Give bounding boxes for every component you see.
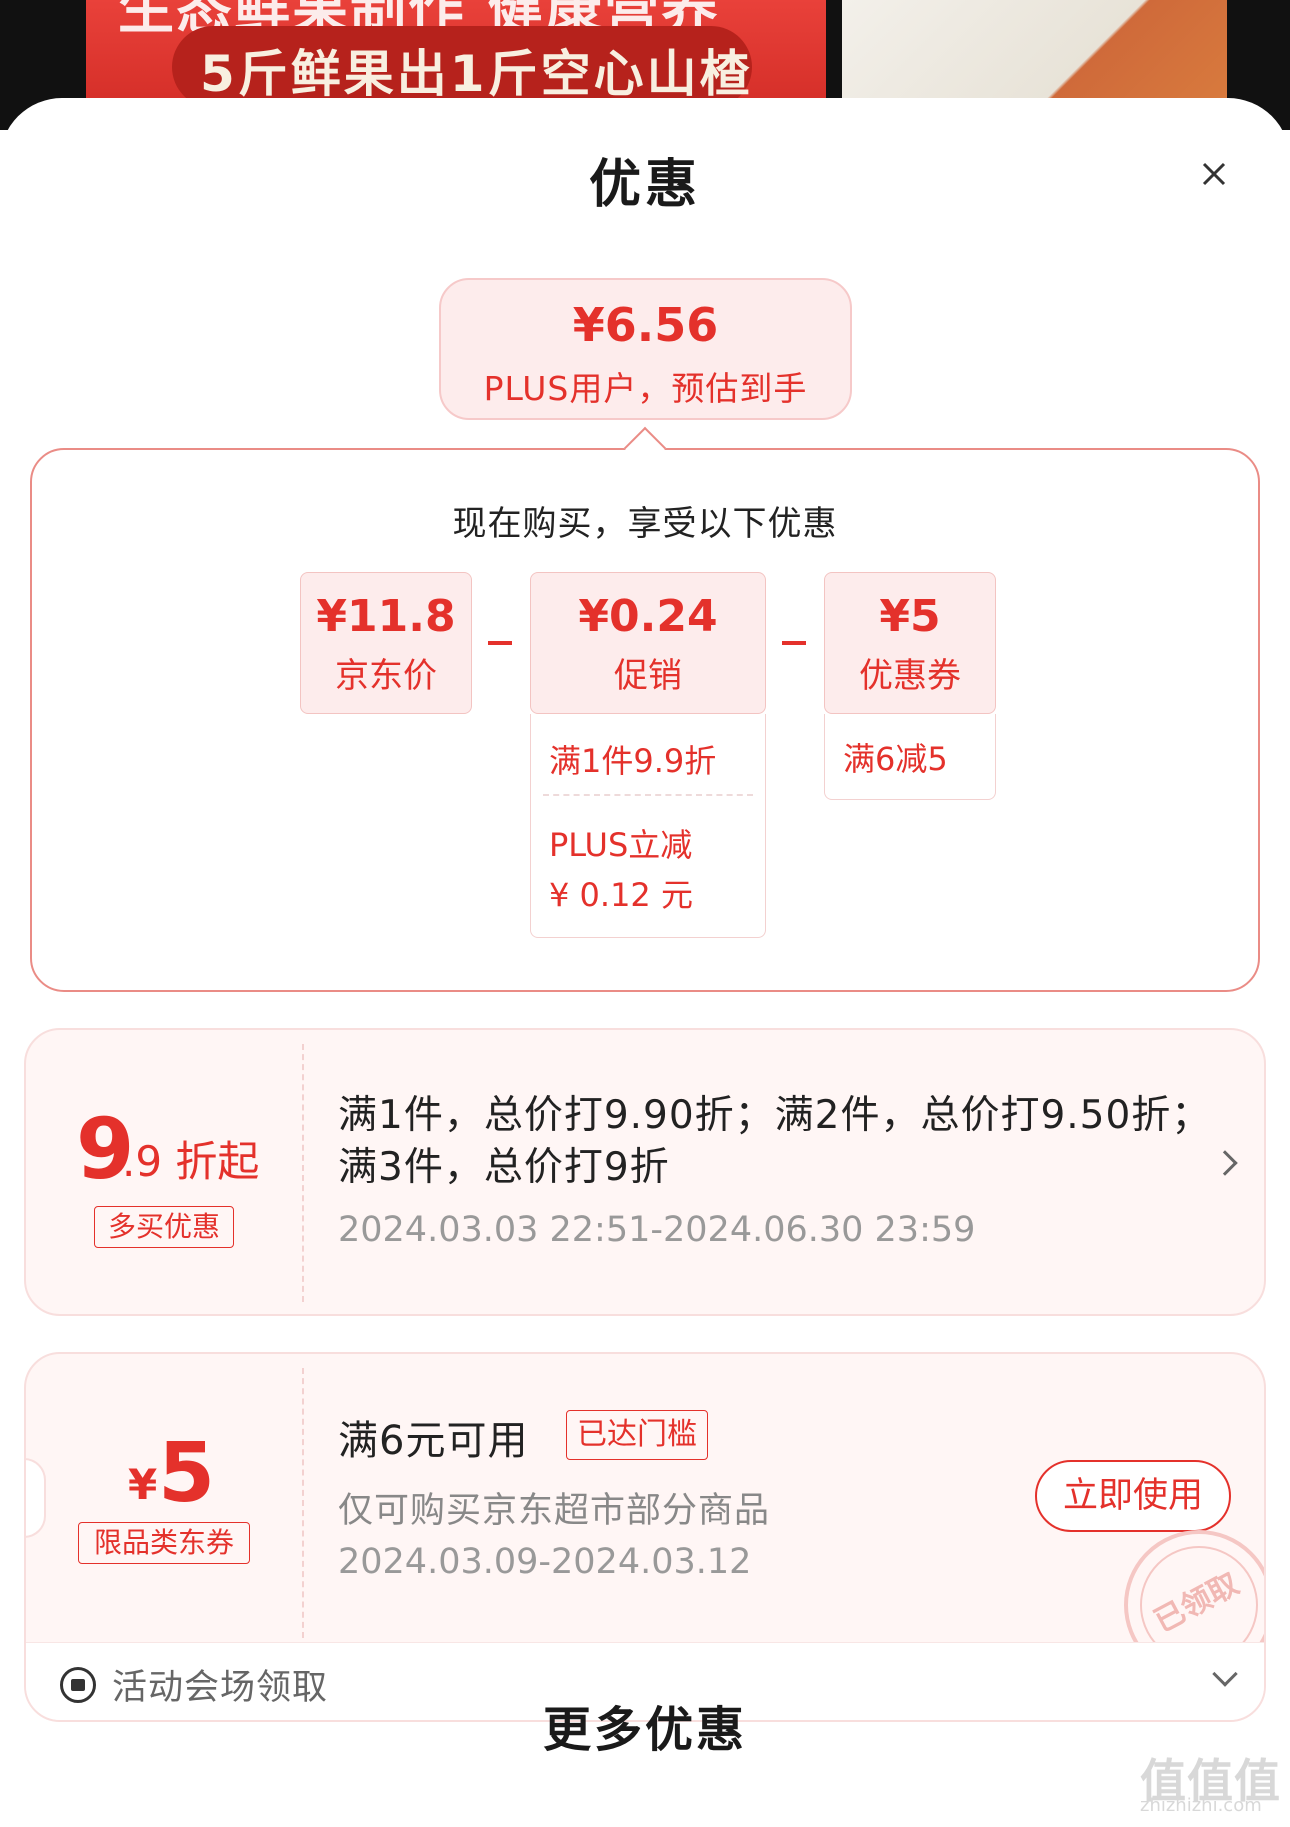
estimated-price-pill: ¥6.56 PLUS用户，预估到手 bbox=[439, 278, 852, 420]
promotion-detail-discount: 满1件9.9折 bbox=[549, 742, 717, 780]
coupon-scope: 仅可购买京东超市部分商品 bbox=[338, 1491, 771, 1531]
coupon-box: ¥5 优惠券 bbox=[824, 572, 996, 714]
jd-price-label: 京东价 bbox=[335, 656, 437, 696]
estimated-price: ¥6.56 bbox=[572, 298, 719, 352]
minus-sign bbox=[488, 641, 512, 645]
threshold-reached-badge: 已达门槛 bbox=[566, 1410, 708, 1460]
product-banner: 生态鲜果制作 健康营养 5斤鲜果出1斤空心山楂 bbox=[0, 0, 1290, 130]
multi-buy-rate-big: 9 bbox=[76, 1100, 135, 1198]
promotion-value: ¥0.24 bbox=[578, 591, 718, 642]
promotion-details: 满1件9.9折 PLUS立减 ¥ 0.12 元 bbox=[530, 714, 766, 938]
ticket-icon bbox=[60, 1667, 96, 1703]
promotion-detail-plus: PLUS立减 bbox=[549, 826, 693, 864]
coupon-details: 满6减5 bbox=[824, 714, 996, 800]
coupon-type-tag: 限品类东券 bbox=[78, 1522, 250, 1564]
multi-buy-rules: 满1件，总价打9.90折；满2件，总价打9.50折；满3件，总价打9折 bbox=[338, 1093, 1212, 1190]
more-discounts-title: 更多优惠 bbox=[542, 1702, 747, 1758]
close-icon bbox=[1202, 162, 1226, 186]
multi-buy-tag: 多买优惠 bbox=[94, 1206, 234, 1248]
coupon-threshold: 满6元可用 bbox=[338, 1418, 529, 1464]
coupon-notch bbox=[24, 1458, 46, 1538]
coupon-amount: 5 bbox=[158, 1426, 216, 1521]
coupon-label: 优惠券 bbox=[859, 656, 961, 696]
promotion-box: ¥0.24 促销 bbox=[530, 572, 766, 714]
multi-buy-card[interactable]: 9 .9 折起 多买优惠 满1件，总价打9.90折；满2件，总价打9.50折；满… bbox=[24, 1028, 1266, 1316]
coupon-currency: ¥ bbox=[128, 1460, 158, 1509]
minus-sign bbox=[782, 641, 806, 645]
card-separator bbox=[302, 1368, 304, 1638]
promotion-detail-amount: ¥ 0.12 元 bbox=[549, 876, 693, 914]
promotion-label: 促销 bbox=[614, 656, 682, 696]
price-breakdown-panel: 现在购买，享受以下优惠 ¥11.8 京东价 ¥0.24 促销 满1件9.9折 P… bbox=[30, 448, 1260, 992]
multi-buy-rate-small: .9 折起 bbox=[122, 1137, 260, 1186]
multi-buy-date: 2024.03.03 22:51-2024.06.30 23:59 bbox=[338, 1210, 976, 1250]
jd-price-value: ¥11.8 bbox=[316, 591, 456, 642]
banner-pill bbox=[172, 26, 752, 108]
coupon-detail: 满6减5 bbox=[843, 740, 948, 778]
use-now-button[interactable]: 立即使用 bbox=[1035, 1460, 1231, 1532]
breakdown-title: 现在购买，享受以下优惠 bbox=[452, 504, 838, 544]
card-separator bbox=[302, 1044, 304, 1302]
watermark-url: zhizhizhi.com bbox=[1140, 1795, 1262, 1816]
estimated-price-label: PLUS用户，预估到手 bbox=[483, 369, 808, 408]
coupon-value: ¥5 bbox=[879, 591, 941, 642]
discount-sheet: 优惠 ¥6.56 PLUS用户，预估到手 现在购买，享受以下优惠 ¥11.8 京… bbox=[0, 98, 1290, 1827]
close-button[interactable] bbox=[1192, 152, 1236, 196]
jd-price-box: ¥11.8 京东价 bbox=[300, 572, 472, 714]
coupon-date: 2024.03.09-2024.03.12 bbox=[338, 1542, 752, 1582]
venue-text: 活动会场领取 bbox=[112, 1668, 329, 1708]
coupon-card: ¥ 5 限品类东券 满6元可用 已达门槛 仅可购买京东超市部分商品 2024.0… bbox=[24, 1352, 1266, 1722]
banner-subtitle: 5斤鲜果出1斤空心山楂 bbox=[200, 45, 753, 103]
chevron-down-icon[interactable] bbox=[1212, 1661, 1238, 1687]
promotion-divider bbox=[543, 794, 753, 796]
venue-row[interactable]: 活动会场领取 bbox=[26, 1642, 1264, 1720]
sheet-title: 优惠 bbox=[588, 155, 701, 215]
watermark: 值值值 bbox=[1140, 1754, 1281, 1808]
